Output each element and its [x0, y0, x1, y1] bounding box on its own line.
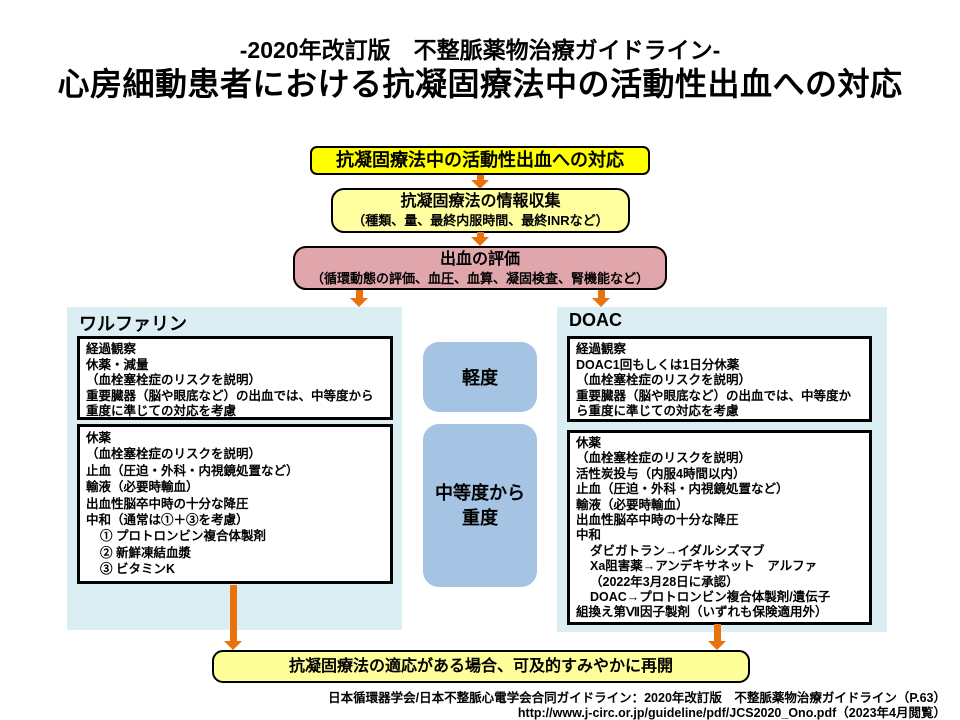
text-line: 重要臓器（脳や眼底など）の出血では、中等度から重度に準じての対応を考慮: [86, 388, 374, 419]
doac-severe-box: 休薬（血栓塞栓症のリスクを説明）活性炭投与（内服4時間以内）止血（圧迫・外科・内…: [567, 430, 872, 625]
page-title: 心房細動患者における抗凝固療法中の活動性出血への対応: [57, 66, 903, 102]
info-collection-title: 抗凝固療法の情報収集: [400, 193, 561, 210]
arrow-stem: [229, 585, 237, 641]
flow-step-active-bleeding: 抗凝固療法中の活動性出血への対応: [310, 146, 650, 175]
severity-moderate-label-line1: 中等度から: [435, 482, 525, 503]
severity-moderate-label-line2: 重度: [462, 507, 498, 528]
arrow-head: [471, 237, 489, 246]
text-line: 輸液（必要時輸血）: [86, 480, 199, 495]
arrow-head: [592, 298, 610, 307]
warfarin-panel-header: ワルファリン: [79, 314, 187, 334]
text-line: （血栓塞栓症のリスクを説明）: [86, 447, 262, 462]
arrow-stem: [476, 232, 484, 237]
info-collection-subtitle: （種類、量、最終内服時間、最終INRなど）: [352, 213, 609, 228]
text-line: （血栓塞栓症のリスクを説明）: [576, 373, 752, 388]
arrow-to-doac-panel-icon: [592, 290, 610, 307]
arrow-stem: [713, 624, 721, 641]
flow-step-active-bleeding-label: 抗凝固療法中の活動性出血への対応: [336, 150, 624, 170]
arrow-step2-to-step3-icon: [471, 232, 489, 246]
bleeding-evaluation-subtitle: （循環動態の評価、血圧、血算、凝固検査、腎機能など）: [310, 271, 649, 286]
text-line: 中和: [576, 528, 602, 543]
arrow-to-warfarin-panel-icon: [350, 290, 368, 307]
text-line: 止血（圧迫・外科・内視鏡処置など）: [86, 463, 299, 478]
arrow-stem: [355, 290, 363, 298]
text-line: 休薬: [576, 436, 602, 450]
arrow-stem: [476, 175, 484, 180]
text-line: 活性炭投与（内服4時間以内）: [576, 466, 746, 481]
text-line: ③ ビタミンK: [100, 562, 176, 577]
guideline-edition-title: -2020年改訂版 不整脈薬物治療ガイドライン-: [239, 37, 721, 63]
arrow-warfarin-to-restart-icon: [224, 585, 242, 650]
arrow-stem: [597, 290, 605, 298]
restart-label: 抗凝固療法の適応がある場合、可及的すみやかに再開: [288, 658, 673, 675]
text-line: （血栓塞栓症のリスクを説明）: [576, 451, 752, 466]
text-line: 出血性脳卒中時の十分な降圧: [86, 496, 249, 511]
text-line: 休薬: [86, 431, 112, 445]
bleeding-evaluation-title: 出血の評価: [439, 251, 520, 268]
text-line: 輸液（必要時輸血）: [576, 497, 689, 512]
text-line: ① プロトロンビン複合体製剤: [100, 529, 266, 544]
severity-mild-badge: 軽度: [423, 342, 537, 412]
text-line: DOAC1回もしくは1日分休薬: [576, 357, 740, 372]
text-line: （血栓塞栓症のリスクを説明）: [86, 373, 262, 388]
text-line: 止血（圧迫・外科・内視鏡処置など）: [576, 482, 789, 497]
arrow-step1-to-step2-icon: [471, 175, 489, 189]
severity-moderate-severe-badge: 中等度から 重度: [423, 424, 537, 587]
citation-line1: 日本循環器学会/日本不整脈心電学会合同ガイドライン：2020年改訂版 不整脈薬物…: [328, 691, 946, 705]
text-line: 経過観察: [86, 342, 137, 356]
text-line: DOAC→プロトロンビン複合体製剤/遺伝子: [590, 590, 831, 605]
text-line: 出血性脳卒中時の十分な降圧: [576, 513, 739, 528]
text-line: 組換え第Ⅶ因子製剤（いずれも保険適用外）: [576, 605, 828, 620]
arrow-head: [471, 180, 489, 189]
text-line: 重要臓器（脳や眼底など）の出血では、中等度から重度に準じての対応を考慮: [576, 388, 852, 419]
flow-step-info-collection: 抗凝固療法の情報収集 （種類、量、最終内服時間、最終INRなど）: [331, 188, 630, 233]
text-line: 経過観察: [576, 342, 627, 356]
severity-mild-label: 軽度: [462, 368, 498, 388]
warfarin-mild-box: 経過観察休薬・減量（血栓塞栓症のリスクを説明）重要臓器（脳や眼底など）の出血では…: [77, 336, 393, 420]
text-line: ② 新鮮凍結血漿: [100, 545, 191, 560]
arrow-doac-to-restart-icon: [708, 624, 726, 650]
text-line: 休薬・減量: [86, 357, 149, 372]
arrow-head: [224, 641, 242, 650]
text-line: ダビガトラン→イダルシズマブ: [590, 543, 765, 558]
text-line: 中和（通常は①＋③を考慮）: [86, 513, 249, 528]
restart-box: 抗凝固療法の適応がある場合、可及的すみやかに再開: [212, 650, 750, 683]
arrow-head: [708, 641, 726, 650]
citation-url: http://www.j-circ.or.jp/guideline/pdf/JC…: [517, 706, 946, 720]
arrow-head: [350, 298, 368, 307]
text-line: Xa阻害薬→アンデキサネット アルファ: [590, 559, 818, 574]
doac-panel-header: DOAC: [569, 310, 622, 330]
text-line: （2022年3月28日に承認）: [590, 574, 739, 589]
flow-step-bleeding-evaluation: 出血の評価 （循環動態の評価、血圧、血算、凝固検査、腎機能など）: [293, 246, 667, 290]
warfarin-severe-box: 休薬 （血栓塞栓症のリスクを説明）止血（圧迫・外科・内視鏡処置など） 輸液（必要時輸…: [77, 424, 393, 584]
